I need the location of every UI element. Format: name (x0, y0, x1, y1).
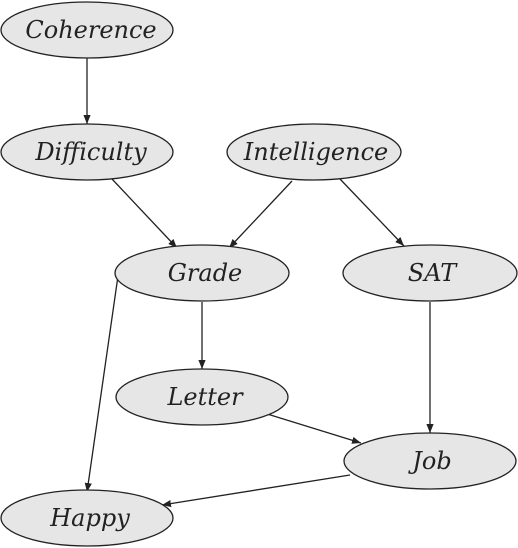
node-happy-shape (0, 489, 174, 547)
node-intelligence: Intelligence (226, 123, 402, 181)
node-letter: Letter (115, 368, 289, 426)
node-coherence: Coherence (0, 1, 174, 59)
node-job-label: Job (407, 447, 451, 475)
node-letter-label: Letter (166, 383, 244, 411)
node-happy: Happy (0, 489, 174, 547)
edge-grade-happy (84, 275, 119, 493)
edges (83, 58, 434, 508)
edge-intelligence-grade (228, 180, 293, 249)
node-grade-label: Grade (168, 259, 243, 287)
node-coherence-shape (0, 1, 174, 59)
node-difficulty-shape (0, 123, 174, 181)
node-job: Job (343, 432, 517, 490)
edge-letter-job (263, 412, 362, 444)
node-grade: Grade (114, 244, 290, 302)
node-coherence-label: Coherence (25, 16, 156, 44)
node-sat-shape (342, 244, 518, 302)
edge-difficulty-grade (111, 178, 178, 249)
node-job-shape (343, 432, 517, 490)
edge-intelligence-sat (339, 178, 405, 247)
node-grade-shape (114, 244, 290, 302)
node-letter-shape (115, 368, 289, 426)
node-difficulty-label: Difficulty (34, 138, 147, 166)
node-sat: SAT (342, 244, 518, 302)
node-happy-label: Happy (49, 504, 130, 532)
node-sat-label: SAT (408, 259, 458, 287)
node-difficulty: Difficulty (0, 123, 174, 181)
node-intelligence-label: Intelligence (243, 138, 388, 166)
node-intelligence-shape (226, 123, 402, 181)
edge-job-happy (161, 474, 351, 508)
